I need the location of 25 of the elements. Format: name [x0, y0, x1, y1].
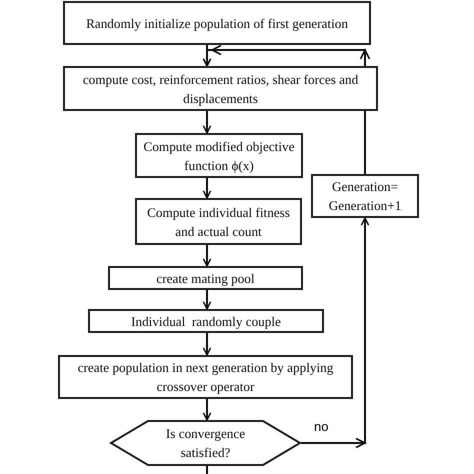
node-text: Compute modified objective function ϕ(x)	[142, 138, 296, 174]
node-text: Individual randomly couple	[131, 312, 281, 330]
arrow	[202, 111, 212, 134]
arrow	[202, 333, 212, 356]
node-text: create mating pool	[156, 270, 255, 288]
process-box	[135, 133, 303, 178]
process-box	[311, 174, 419, 218]
arrow	[202, 399, 212, 421]
process-box	[58, 355, 353, 399]
arrow	[202, 245, 212, 267]
node-text: Is convergence satisfied?	[164, 425, 246, 462]
node-text: create population in next generation by applying crossover operator	[76, 359, 334, 396]
arrow	[301, 217, 370, 448]
node-text: compute cost, reinforcement ratios, shear forces and displacements	[82, 70, 360, 108]
node-text: Randomly initialize population of first generation	[86, 14, 348, 32]
process-box	[108, 266, 303, 290]
process-box	[63, 66, 378, 111]
process-box	[63, 1, 371, 45]
process-box	[135, 198, 302, 245]
process-box	[88, 309, 324, 333]
arrow	[202, 178, 212, 199]
decision-hexagon	[110, 420, 301, 466]
node-text: Generation= Generation+1	[328, 178, 402, 215]
node-text: Compute individual fitness and actual count	[146, 204, 291, 240]
arrow	[202, 290, 212, 310]
